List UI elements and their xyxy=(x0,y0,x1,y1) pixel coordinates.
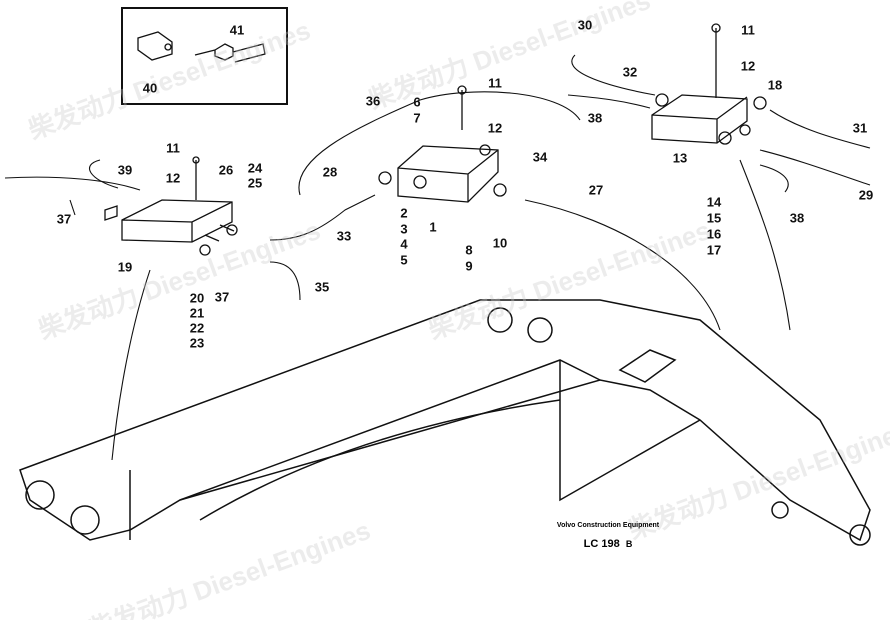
callout-label: 3 xyxy=(400,221,408,237)
callout-label: 22 xyxy=(189,320,205,336)
callout-label: 39 xyxy=(117,162,133,178)
callout-label: 38 xyxy=(587,110,603,126)
callout-label: 12 xyxy=(165,170,181,186)
callout-label: 29 xyxy=(858,187,874,203)
callout-label: 14 xyxy=(706,194,722,210)
callout-label: 20 xyxy=(189,290,205,306)
callout-label: 17 xyxy=(706,242,722,258)
callout-label: 26 xyxy=(218,162,234,178)
callout-label: 37 xyxy=(56,211,72,227)
boom-outline xyxy=(19,299,871,546)
callout-label: 11 xyxy=(488,75,502,91)
callout-label: 6 xyxy=(413,94,421,110)
callout-label: 30 xyxy=(577,17,593,33)
callout-label: 2 xyxy=(400,205,408,221)
nipple-part-41-icon xyxy=(194,43,266,63)
callout-label: 35 xyxy=(314,279,330,295)
callout-label: 18 xyxy=(767,77,783,93)
callout-label: 25 xyxy=(247,175,263,191)
callout-label: 28 xyxy=(322,164,338,180)
callout-label: 10 xyxy=(492,235,508,251)
nut-part-40-icon xyxy=(137,31,173,61)
callout-label: 23 xyxy=(189,335,205,351)
callout-label: 27 xyxy=(588,182,604,198)
callout-label: 8 xyxy=(465,242,473,258)
callout-label: 9 xyxy=(465,258,473,274)
callout-label: 21 xyxy=(189,305,205,321)
callout-label: 31 xyxy=(852,120,868,136)
callout-label: 34 xyxy=(532,149,548,165)
callout-label: 12 xyxy=(487,120,503,136)
callout-label: 11 xyxy=(741,22,755,38)
callout-label: 38 xyxy=(789,210,805,226)
drawing-code-number: LC 198 xyxy=(583,538,620,550)
callout-label: 7 xyxy=(413,110,421,126)
callout-label: 13 xyxy=(672,150,688,166)
callout-label: 19 xyxy=(117,259,133,275)
callout-label: 5 xyxy=(400,252,408,268)
manufacturer-label: Volvo Construction Equipment xyxy=(556,522,660,529)
valve-block-left xyxy=(104,199,238,256)
hoses xyxy=(4,54,871,461)
callout-label: 41 xyxy=(229,22,245,38)
valve-block-center xyxy=(378,144,507,203)
valve-block-right xyxy=(651,93,767,145)
callout-label: 11 xyxy=(166,140,180,156)
inset-frame xyxy=(121,7,288,105)
callout-label: 16 xyxy=(706,226,722,242)
callout-label: 12 xyxy=(740,58,756,74)
callout-label: 4 xyxy=(400,236,408,252)
callout-label: 1 xyxy=(429,219,437,235)
callout-label: 37 xyxy=(214,289,230,305)
drawing-code-variant: B xyxy=(625,539,633,549)
callout-label: 32 xyxy=(622,64,638,80)
callout-label: 24 xyxy=(247,160,263,176)
bolts xyxy=(192,23,721,200)
callout-label: 33 xyxy=(336,228,352,244)
drawing-code: LC 198 B xyxy=(584,538,633,550)
callout-label: 15 xyxy=(706,210,722,226)
callout-label: 36 xyxy=(365,93,381,109)
callout-label: 40 xyxy=(142,80,158,96)
